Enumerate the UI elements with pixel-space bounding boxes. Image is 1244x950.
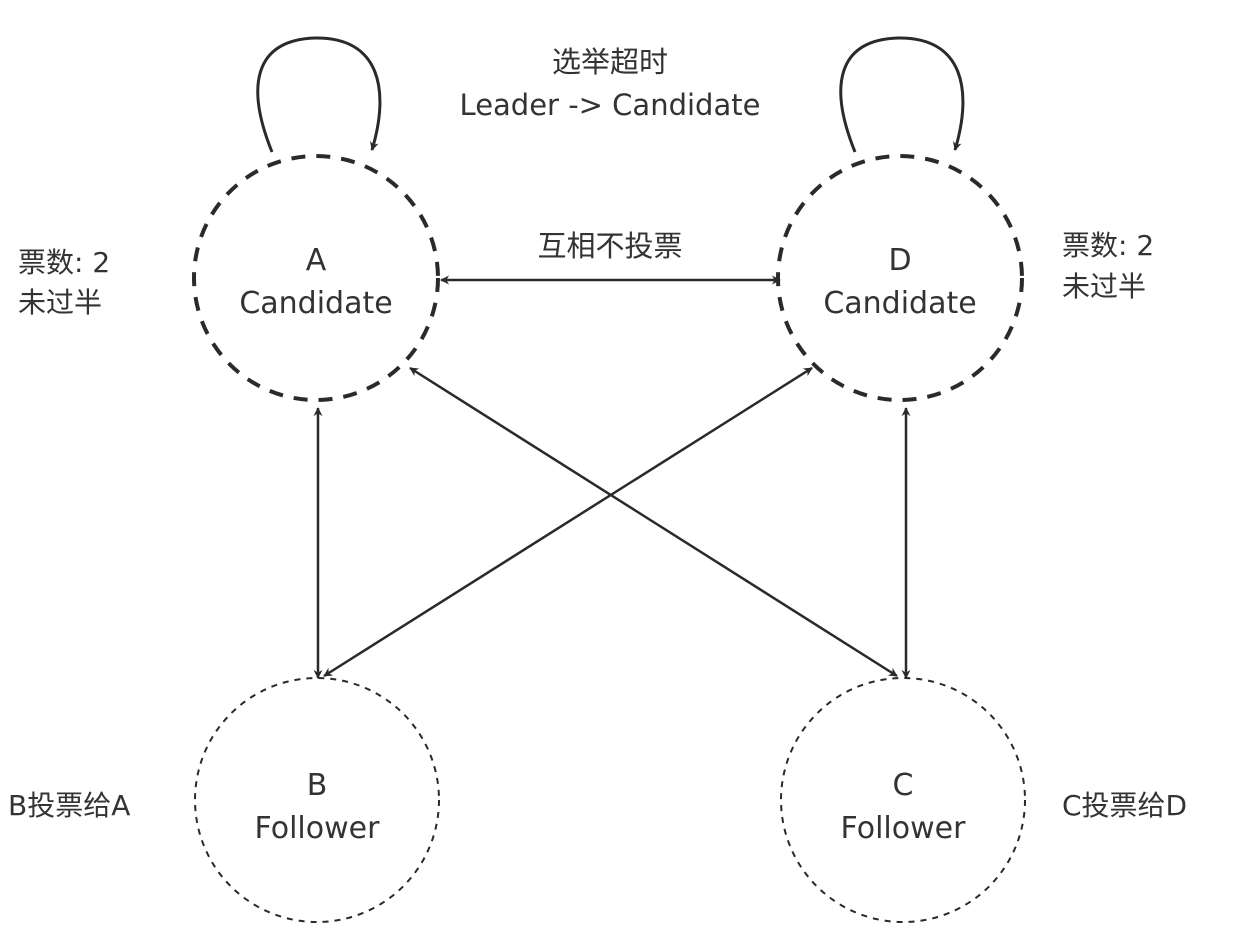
- node-a: A Candidate: [192, 154, 440, 402]
- node-a-role: Candidate: [239, 286, 392, 321]
- node-b-circle: [194, 677, 440, 923]
- d-vote-count-label: 票数: 2: [1062, 229, 1154, 262]
- node-c: C Follower: [780, 677, 1026, 923]
- node-b-role: Follower: [255, 811, 381, 846]
- leader-to-candidate-label: Leader -> Candidate: [460, 88, 761, 122]
- node-c-role: Follower: [841, 811, 967, 846]
- a-not-majority-label: 未过半: [18, 286, 102, 319]
- b-vote-label: B投票给A: [8, 789, 130, 822]
- edge-a-c: [409, 366, 898, 678]
- node-a-circle: [192, 154, 440, 402]
- node-d-name: D: [888, 243, 911, 278]
- node-c-circle: [780, 677, 1026, 923]
- node-c-name: C: [893, 768, 914, 803]
- edge-d-b: [323, 366, 813, 678]
- election-timeout-label: 选举超时: [552, 45, 668, 79]
- node-d: D Candidate: [776, 154, 1024, 402]
- node-b-name: B: [307, 768, 328, 803]
- node-a-name: A: [306, 243, 327, 278]
- mutual-no-vote-label: 互相不投票: [537, 229, 682, 263]
- self-loop-a: [256, 36, 382, 153]
- a-vote-count-label: 票数: 2: [18, 246, 110, 279]
- c-vote-label: C投票给D: [1062, 789, 1187, 822]
- node-b: B Follower: [194, 677, 440, 923]
- node-d-circle: [776, 154, 1024, 402]
- self-loop-d: [839, 36, 965, 153]
- node-d-role: Candidate: [823, 286, 976, 321]
- d-not-majority-label: 未过半: [1062, 270, 1146, 303]
